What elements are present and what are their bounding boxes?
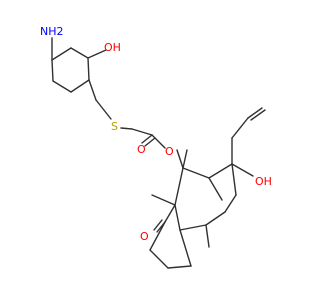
- bond: [208, 177, 223, 201]
- bond: [151, 134, 166, 149]
- bond: [205, 211, 226, 226]
- bond: [250, 109, 266, 121]
- atom-label-layer: NH2 OH S O O O OH: [40, 25, 272, 243]
- ester-carbonyl-oxygen-label: O: [137, 143, 146, 156]
- bond: [70, 47, 89, 59]
- ring-hydroxyl-label: OH: [104, 41, 121, 54]
- bond: [182, 149, 188, 169]
- thioether-sulfur-label: S: [111, 120, 118, 133]
- bond: [174, 204, 181, 231]
- ketone-oxygen-label: O: [140, 230, 149, 243]
- bond: [231, 117, 249, 139]
- bond: [182, 167, 210, 179]
- amine-label: NH2: [40, 25, 64, 38]
- bond: [52, 80, 72, 93]
- bond: [153, 219, 163, 231]
- bond: [149, 249, 169, 269]
- molecule-structure: NH2 OH S O O O OH: [40, 25, 272, 269]
- bond: [205, 224, 210, 248]
- bond: [164, 204, 176, 223]
- bond: [144, 137, 156, 147]
- hydroxyl-label: OH: [255, 175, 272, 188]
- bond: [231, 163, 237, 196]
- bond: [95, 99, 112, 120]
- ester-oxygen-label: O: [165, 145, 174, 158]
- bond: [151, 194, 176, 206]
- bond: [247, 107, 263, 119]
- bond: [70, 79, 90, 93]
- bond: [87, 57, 90, 81]
- bond: [174, 167, 184, 206]
- bond-layer: [51, 37, 266, 269]
- bond: [208, 163, 233, 179]
- bond: [176, 149, 184, 169]
- bond: [51, 47, 72, 61]
- bond: [231, 163, 254, 177]
- bond: [51, 59, 54, 82]
- bond: [87, 49, 107, 59]
- bond: [224, 194, 237, 213]
- bond: [141, 134, 153, 144]
- bond: [167, 265, 192, 269]
- bond: [120, 127, 133, 130]
- bond: [88, 79, 97, 101]
- bond: [179, 229, 192, 267]
- bond: [149, 221, 166, 251]
- bond: [131, 128, 153, 136]
- bond: [179, 224, 207, 231]
